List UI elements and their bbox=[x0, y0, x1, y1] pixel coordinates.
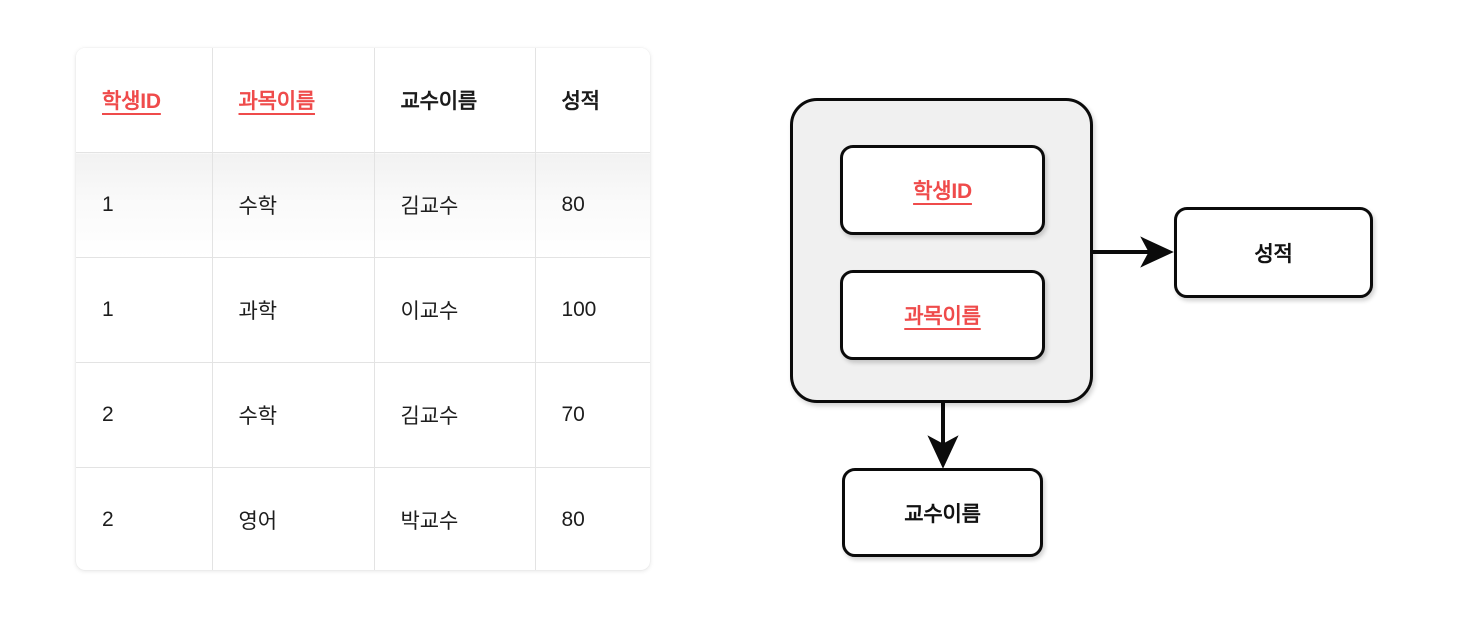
node-score[interactable]: 성적 bbox=[1174, 207, 1373, 298]
node-subject-name[interactable]: 과목이름 bbox=[840, 270, 1045, 360]
cell-student-id: 1 bbox=[76, 152, 213, 258]
column-header-professor-name: 교수이름 bbox=[374, 48, 536, 153]
column-header-student-id: 학생ID bbox=[76, 48, 213, 153]
relation-table-card: 학생ID 과목이름 교수이름 성적 1 수학 김교수 80 1 과학 이교수 1… bbox=[76, 48, 650, 570]
functional-dependency-diagram: 학생ID 과목이름 성적 교수이름 bbox=[760, 60, 1440, 590]
table-body: 1 수학 김교수 80 1 과학 이교수 100 2 수학 김교수 70 2 영… bbox=[76, 152, 650, 570]
table-row: 1 수학 김교수 80 bbox=[76, 152, 650, 258]
cell-score: 70 bbox=[535, 362, 650, 468]
column-header-score: 성적 bbox=[535, 48, 650, 153]
cell-subject-name: 영어 bbox=[212, 467, 375, 570]
cell-score: 80 bbox=[561, 508, 585, 531]
table-header: 학생ID 과목이름 교수이름 성적 bbox=[76, 48, 650, 153]
cell-score: 80 bbox=[535, 152, 650, 258]
cell-subject-name: 과학 bbox=[212, 257, 375, 363]
cell-score: 100 bbox=[535, 257, 650, 363]
table-row: 2 영어 박교수 80 bbox=[76, 467, 650, 570]
cell-student-id: 1 bbox=[76, 257, 213, 363]
cell-professor-name: 김교수 bbox=[374, 362, 536, 468]
column-header-subject-name: 과목이름 bbox=[212, 48, 375, 153]
table-header-row: 학생ID 과목이름 교수이름 성적 bbox=[76, 48, 650, 153]
cell-professor-name: 김교수 bbox=[374, 152, 536, 258]
cell-subject-name: 수학 bbox=[212, 362, 375, 468]
node-student-id[interactable]: 학생ID bbox=[840, 145, 1045, 235]
student-course-relation-table: 학생ID 과목이름 교수이름 성적 1 수학 김교수 80 1 과학 이교수 1… bbox=[76, 48, 650, 570]
cell-professor-name: 박교수 bbox=[374, 467, 536, 570]
table-row: 2 수학 김교수 70 bbox=[76, 362, 650, 468]
cell-student-id: 2 bbox=[76, 467, 213, 570]
cell-professor-name: 이교수 bbox=[374, 257, 536, 363]
node-professor-name[interactable]: 교수이름 bbox=[842, 468, 1043, 557]
cell-subject-name: 수학 bbox=[212, 152, 375, 258]
table-row: 1 과학 이교수 100 bbox=[76, 257, 650, 363]
cell-student-id: 2 bbox=[76, 362, 213, 468]
